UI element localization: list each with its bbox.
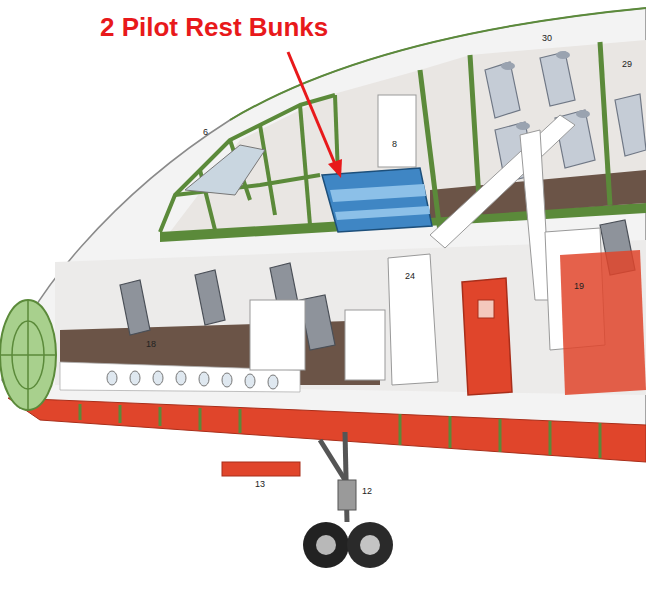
callout-number: 24: [405, 272, 415, 281]
callout-number: 13: [255, 480, 265, 489]
callout-number: 12: [362, 487, 372, 496]
callout-number: 30: [542, 34, 552, 43]
callout-number: 8: [392, 140, 397, 149]
callout-number: 29: [622, 60, 632, 69]
callout-label: 2 Pilot Rest Bunks: [100, 14, 328, 40]
callout-number: 18: [146, 340, 156, 349]
callout-number: 19: [574, 282, 584, 291]
callout-number: 6: [203, 128, 208, 137]
